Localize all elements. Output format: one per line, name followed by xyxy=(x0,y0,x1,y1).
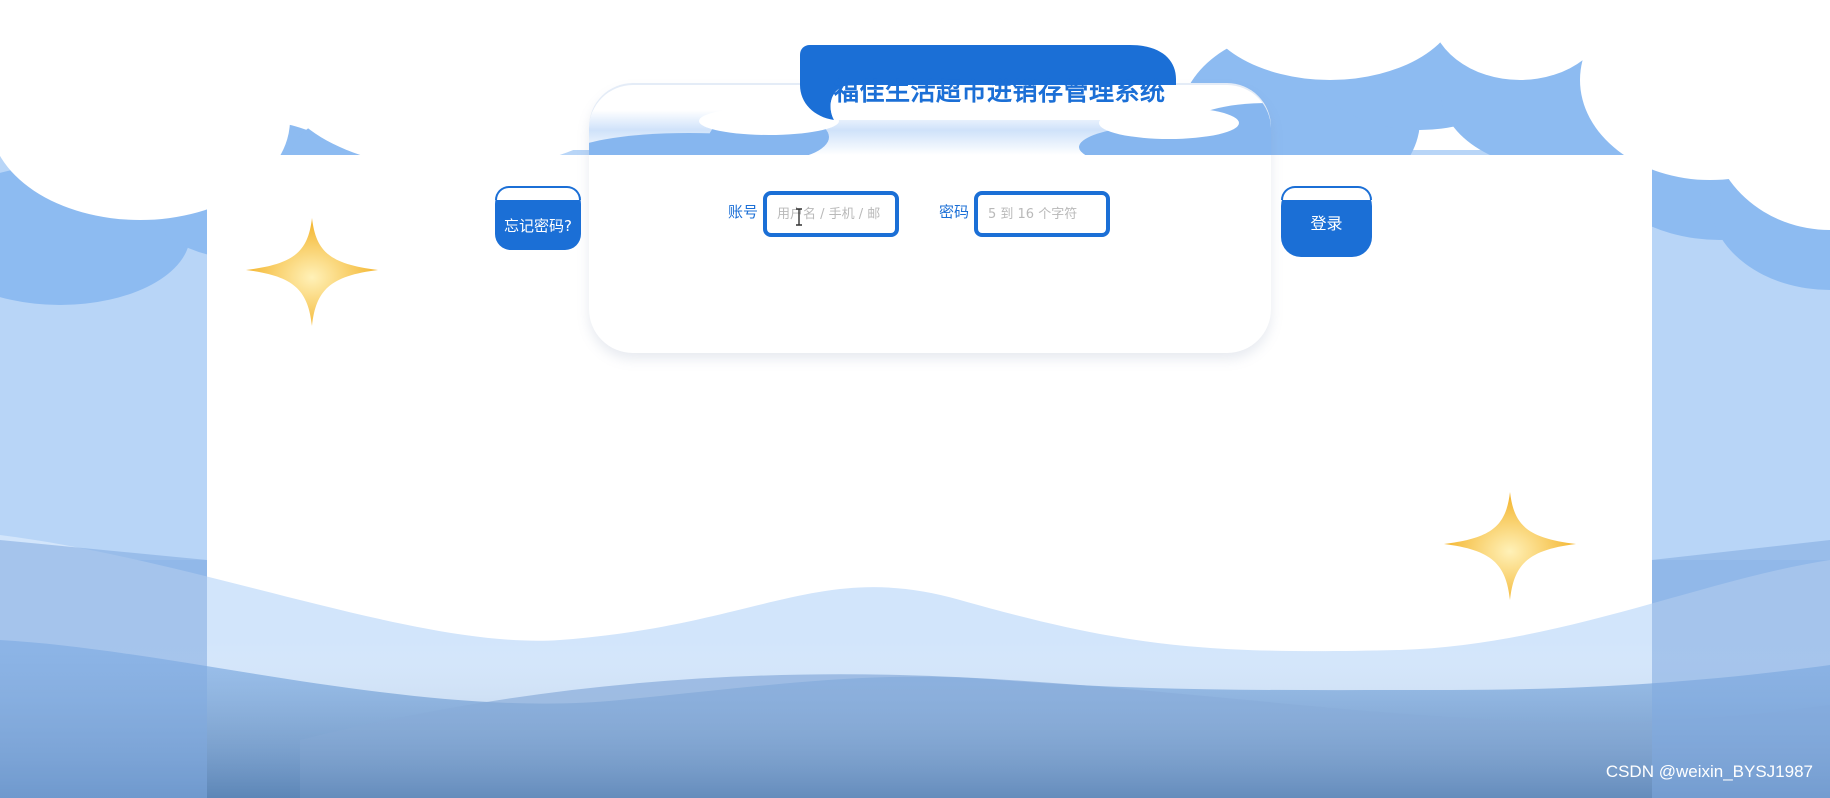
watermark-text: CSDN @weixin_BYSJ1987 xyxy=(1605,762,1813,781)
app-title: 福佳生活超市进销存管理系统 xyxy=(834,77,1166,106)
login-button-cap xyxy=(1281,186,1372,200)
sparkle-star-icon xyxy=(1444,492,1576,600)
account-label: 账号 xyxy=(728,203,759,221)
password-label: 密码 xyxy=(939,203,970,221)
password-input[interactable] xyxy=(974,191,1110,237)
text-cursor-icon xyxy=(796,208,802,226)
forgot-button-cap xyxy=(495,186,581,200)
title-banner xyxy=(800,45,1176,120)
login-card xyxy=(589,85,1271,353)
account-input[interactable] xyxy=(763,191,899,237)
sparkle-star-icon xyxy=(246,218,378,326)
